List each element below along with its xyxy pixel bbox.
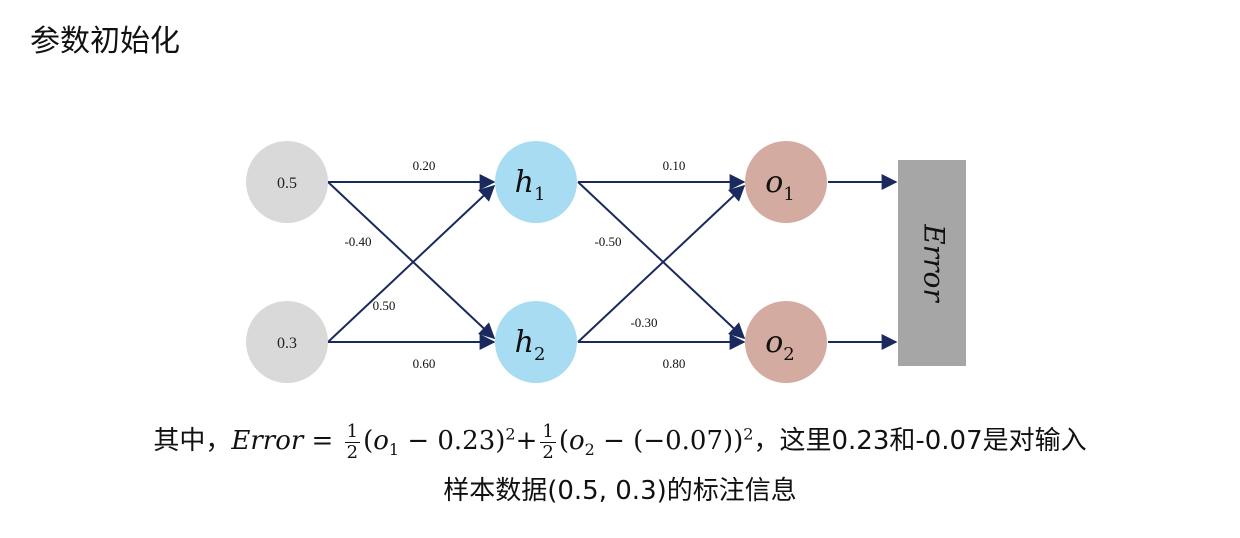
term1-var: o — [373, 426, 389, 456]
output-node-o1-label: o1 — [765, 165, 795, 205]
formula-equals: = — [303, 426, 342, 456]
weight-i2-h1: 0.50 — [373, 298, 396, 313]
weight-i1-h2: -0.40 — [344, 234, 371, 249]
weight-i2-h2: 0.60 — [413, 356, 436, 371]
input-node-1 — [246, 141, 328, 223]
hidden-node-h2-label: h2 — [515, 325, 546, 365]
edge-h1-o2 — [577, 181, 746, 340]
input-node-2 — [246, 301, 328, 383]
term2-open: ( — [558, 426, 570, 456]
weight-h2-o2: 0.80 — [663, 356, 686, 371]
output-node-o1 — [745, 141, 827, 223]
term2-square: 2 — [743, 424, 754, 444]
fraction-2-numerator: 1 — [540, 420, 556, 443]
weight-i1-h1: 0.20 — [413, 158, 436, 173]
hidden-node-h1 — [495, 141, 577, 223]
term1-open: ( — [363, 426, 374, 456]
caption-suffix: ，这里0.23和-0.07是对输入 — [753, 426, 1087, 456]
weight-h1-o1: 0.10 — [663, 158, 686, 173]
fraction-1-denominator: 2 — [346, 441, 359, 463]
output-node-o2-label: o2 — [765, 325, 795, 365]
input-node-2-value: 0.3 — [277, 335, 297, 352]
error-box-label: Error — [918, 223, 951, 303]
error-box — [898, 160, 966, 366]
term2-rest: − (−0.07)) — [594, 426, 744, 456]
term1-rest: − 0.23) — [399, 426, 506, 456]
weight-h1-o2: -0.50 — [594, 234, 621, 249]
output-node-o2 — [745, 301, 827, 383]
edge-i2-h1 — [327, 184, 496, 343]
caption-line-2: 样本数据(0.5, 0.3)的标注信息 — [443, 476, 797, 506]
formula-plus: + — [515, 426, 538, 456]
page-title: 参数初始化 — [30, 24, 180, 59]
fraction-1-numerator: 1 — [344, 420, 361, 443]
term1-sub: 1 — [388, 440, 400, 460]
formula-lhs: Error — [231, 426, 304, 456]
neural-network-diagram: 0.5 0.3 h1 h2 o1 o2 Error 0.20 -0.40 0.5… — [246, 141, 966, 383]
term2-sub: 2 — [584, 440, 595, 460]
caption-prefix: 其中， — [153, 426, 232, 456]
input-node-1-value: 0.5 — [277, 175, 297, 192]
hidden-node-h2 — [495, 301, 577, 383]
term1-square: 2 — [505, 424, 516, 444]
edge-i1-h2 — [327, 181, 496, 340]
fraction-2-denominator: 2 — [542, 441, 554, 463]
weight-h2-o1: -0.30 — [630, 315, 657, 330]
term2-var: o — [569, 426, 585, 456]
hidden-node-h1-label: h1 — [515, 165, 546, 205]
edge-h2-o1 — [577, 184, 746, 343]
